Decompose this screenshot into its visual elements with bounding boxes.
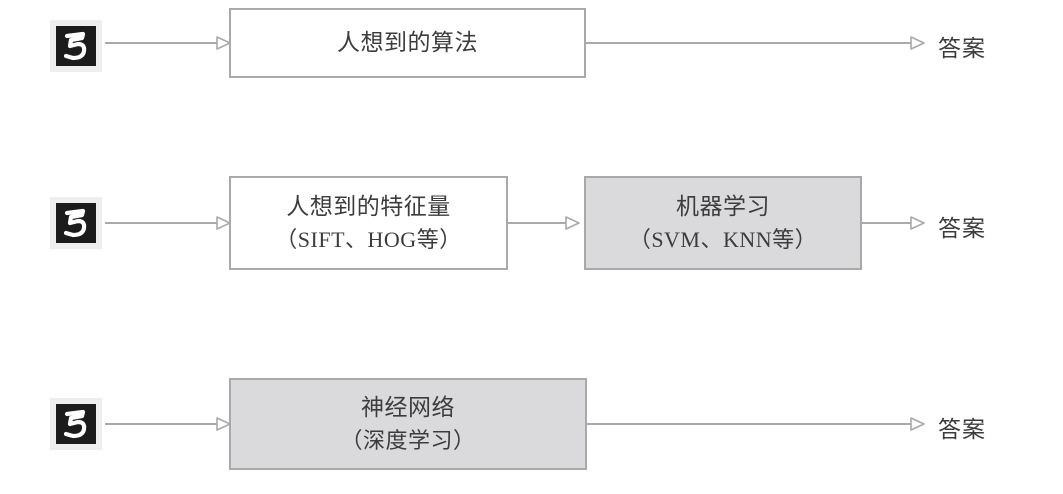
box-row3-line2: （深度学习） xyxy=(340,427,476,453)
box-row1-line1: 人想到的算法 xyxy=(337,29,478,55)
box-row2-ml-line1: 机器学习 xyxy=(676,194,770,220)
answer-label-row2: 答案 xyxy=(938,216,986,241)
arrowhead-into-answer-row3 xyxy=(910,417,926,431)
digit-glyph xyxy=(56,26,96,66)
arrowhead-into-box-row3 xyxy=(216,417,232,431)
handwritten-digit-five-icon xyxy=(50,20,102,72)
connector-box-to-answer-row3 xyxy=(587,423,916,425)
box-row2-machine-learning: 机器学习 （SVM、KNN等） xyxy=(584,176,862,270)
box-row2-ml-line2: （SVM、KNN等） xyxy=(628,226,818,252)
handwritten-digit-five-icon xyxy=(50,398,102,450)
connector-box-to-answer-row2 xyxy=(862,222,916,224)
arrowhead-into-answer-row2 xyxy=(910,216,926,230)
digit-glyph xyxy=(56,404,96,444)
connector-icon-to-box-row2 xyxy=(105,222,223,224)
arrowhead-into-ml-box-row2 xyxy=(565,216,581,230)
answer-label-row3: 答案 xyxy=(938,417,986,442)
answer-label-row1: 答案 xyxy=(938,36,986,61)
box-row2-line2: （SIFT、HOG等） xyxy=(275,226,462,252)
arrowhead-into-box-row2 xyxy=(216,216,232,230)
arrowhead-into-box-row1 xyxy=(216,36,232,50)
box-row2-line1: 人想到的特征量 xyxy=(286,194,451,220)
box-row3-neural-network: 神经网络 （深度学习） xyxy=(229,378,587,470)
digit-glyph xyxy=(56,203,96,243)
connector-icon-to-box-row3 xyxy=(105,423,223,425)
box-row2-handcrafted-features: 人想到的特征量 （SIFT、HOG等） xyxy=(229,176,508,270)
connector-box-to-answer-row1 xyxy=(586,42,916,44)
connector-icon-to-box-row1 xyxy=(105,42,223,44)
box-row1-handcrafted-algorithm: 人想到的算法 xyxy=(229,8,586,78)
arrowhead-into-answer-row1 xyxy=(910,36,926,50)
box-row3-line1: 神经网络 xyxy=(361,395,455,421)
connector-features-to-ml-row2 xyxy=(508,222,570,224)
handwritten-digit-five-icon xyxy=(50,197,102,249)
